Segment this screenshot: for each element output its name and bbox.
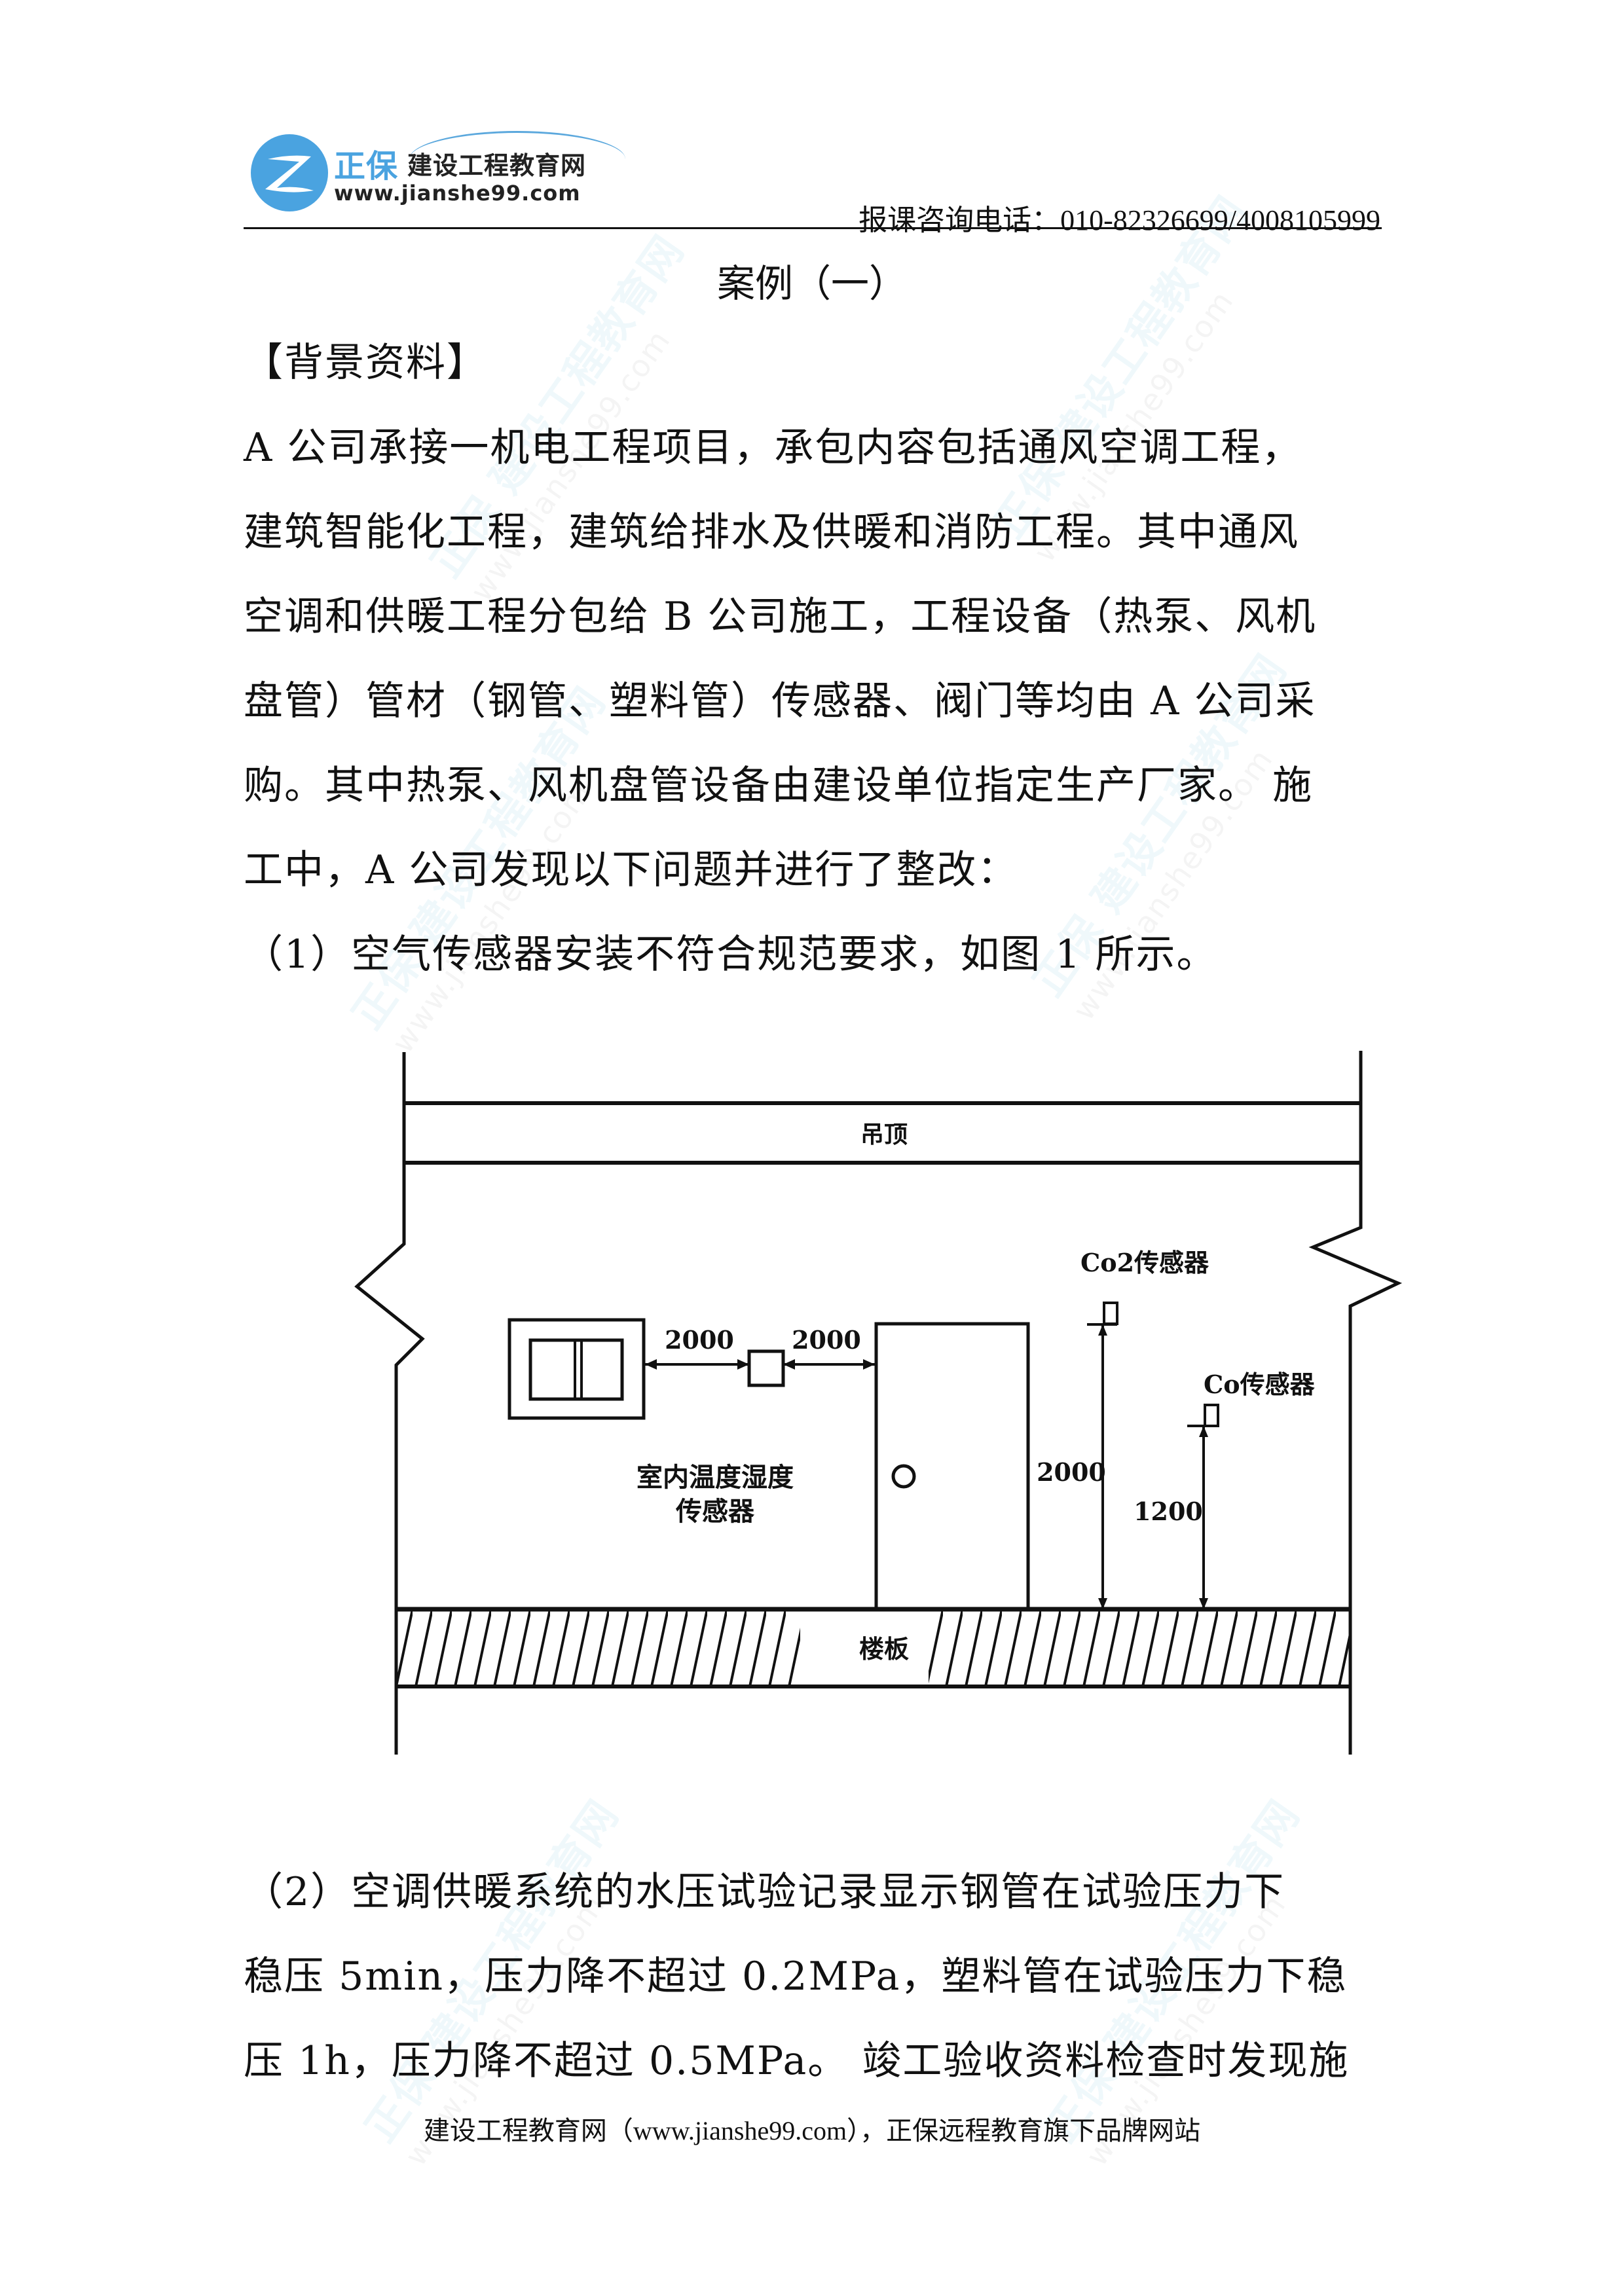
co2-sensor-icon xyxy=(1103,1302,1118,1325)
issue-1-paragraph: （1）空气传感器安装不符合规范要求，如图 1 所示。 xyxy=(244,932,1217,977)
background-paragraph: A 公司承接一机电工程项目，承包内容包括通风空调工程， 建筑智能化工程，建筑给排… xyxy=(244,406,1383,913)
co-sensor-icon xyxy=(1204,1404,1219,1427)
paragraph-line: 建筑智能化工程，建筑给排水及供暖和消防工程。其中通风 xyxy=(244,509,1299,555)
ceiling-label: 吊顶 xyxy=(860,1121,908,1148)
window-frame xyxy=(507,1318,646,1420)
floor-slab-hatch-right xyxy=(929,1609,1349,1686)
co2-height-label: 2000 xyxy=(1037,1457,1106,1487)
left-wall-line xyxy=(354,1052,425,1755)
indoor-sensor-box xyxy=(747,1349,785,1387)
logo-icon xyxy=(251,134,328,211)
floor-slab-hatch-left xyxy=(397,1609,800,1686)
logo-arc-decoration xyxy=(409,131,625,159)
paragraph-line: 空调和供暖工程分包给 B 公司施工，工程设备（热泵、风机 xyxy=(244,594,1317,640)
logo-name: 建设工程教育网 xyxy=(407,151,587,180)
co-height-label: 1200 xyxy=(1134,1497,1203,1526)
paragraph-line: 稳压 5min，压力降不超过 0.2MPa，塑料管在试验压力下稳 xyxy=(244,1954,1348,1999)
case-title: 案例（一） xyxy=(716,261,907,306)
dimension-label: 2000 xyxy=(792,1325,861,1355)
paragraph-line: 购。其中热泵、风机盘管设备由建设单位指定生产厂家。 施 xyxy=(244,763,1314,809)
section-heading: 【背景资料】 xyxy=(244,340,487,386)
paragraph-line: 压 1h，压力降不超过 0.5MPa。 竣工验收资料检查时发现施 xyxy=(244,2038,1350,2084)
paragraph-line: 工中，A 公司发现以下问题并进行了整改： xyxy=(244,847,1018,893)
dimension-label: 2000 xyxy=(665,1325,734,1355)
issue-2-paragraph: （2）空调供暖系统的水压试验记录显示钢管在试验压力下 稳压 5min，压力降不超… xyxy=(244,1850,1383,2104)
co-sensor-label: Co传感器 xyxy=(1204,1370,1316,1399)
paragraph-line: A 公司承接一机电工程项目，承包内容包括通风空调工程， xyxy=(244,425,1302,471)
header-divider xyxy=(244,227,1382,229)
indoor-sensor-label: 传感器 xyxy=(675,1496,755,1527)
logo-brand: 正保 xyxy=(334,148,399,185)
right-wall-line xyxy=(1308,1051,1403,1755)
consultation-phone: 报课咨询电话：010-82326699/4008105999 xyxy=(858,204,1380,236)
paragraph-line: （2）空调供暖系统的水压试验记录显示钢管在试验压力下 xyxy=(244,1869,1285,1915)
logo-url: www.jianshe99.com xyxy=(334,181,581,206)
co2-sensor-label: Co2传感器 xyxy=(1080,1248,1209,1277)
page-footer: 建设工程教育网（www.jianshe99.com），正保远程教育旗下品牌网站 xyxy=(423,2116,1201,2145)
door-knob-icon xyxy=(891,1464,916,1489)
indoor-sensor-label: 室内温度湿度 xyxy=(637,1462,794,1493)
floor-label: 楼板 xyxy=(859,1634,909,1664)
paragraph-line: 盘管）管材（钢管、塑料管）传感器、阀门等均由 A 公司采 xyxy=(244,678,1316,724)
